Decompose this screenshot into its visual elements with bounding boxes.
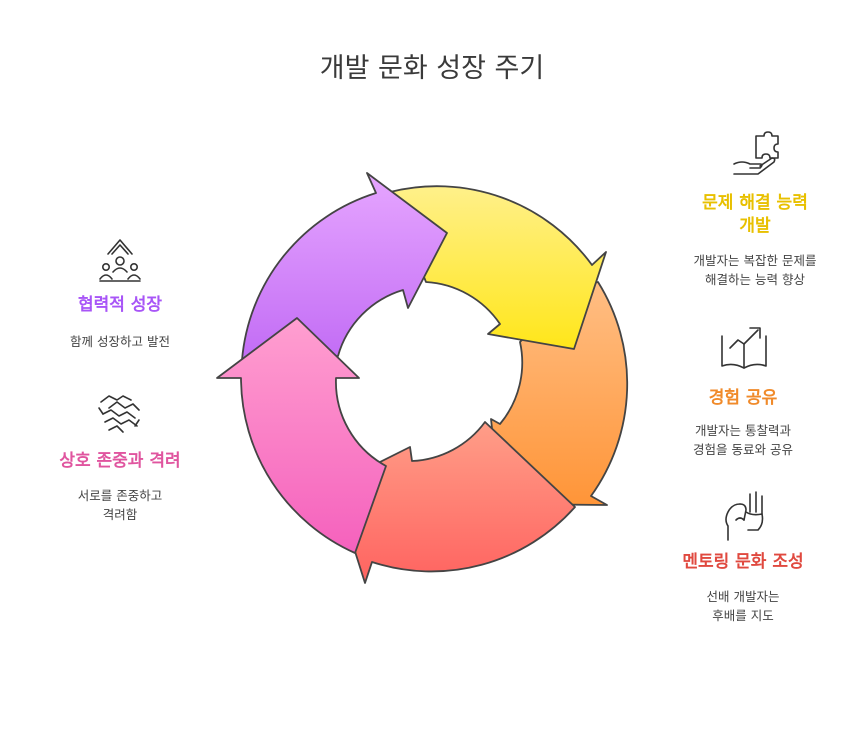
experience-label: 경험 공유 (708, 388, 778, 408)
problem-label-line1: 문제 해결 능력 (702, 193, 808, 213)
collab-desc: 함께 성장하고 발전 (70, 334, 170, 349)
cycle-arrow-respect (216, 317, 387, 554)
people-growth-icon (96, 234, 144, 284)
experience-desc-line1: 개발자는 통찰력과 (695, 423, 791, 438)
problem-desc-line2: 해결하는 능력 향상 (705, 272, 805, 287)
guiding-hand-icon (718, 490, 770, 542)
mentoring-desc-line1: 선배 개발자는 (706, 589, 780, 604)
mentoring-desc-line2: 후배를 지도 (712, 608, 774, 623)
mentoring-label: 멘토링 문화 조성 (682, 552, 804, 572)
page-title: 개발 문화 성장 주기 (319, 53, 545, 84)
handshake-icon (95, 388, 145, 438)
cycle-arrow-collab (241, 172, 448, 361)
respect-label: 상호 존중과 격려 (59, 451, 181, 471)
respect-desc-line2: 격려함 (102, 507, 138, 522)
open-book-icon (718, 322, 770, 372)
problem-label-line2: 개발 (739, 216, 771, 236)
cycle-arrow-problem (389, 185, 607, 350)
collab-label: 협력적 성장 (77, 295, 163, 315)
puzzle-hand-icon (730, 130, 780, 180)
cycle-arrow-mentoring (333, 421, 576, 584)
problem-desc-line1: 개발자는 복잡한 문제를 (693, 253, 817, 268)
experience-desc-line2: 경험을 동료와 공유 (693, 442, 793, 457)
respect-desc-line1: 서로를 존중하고 (77, 488, 163, 503)
